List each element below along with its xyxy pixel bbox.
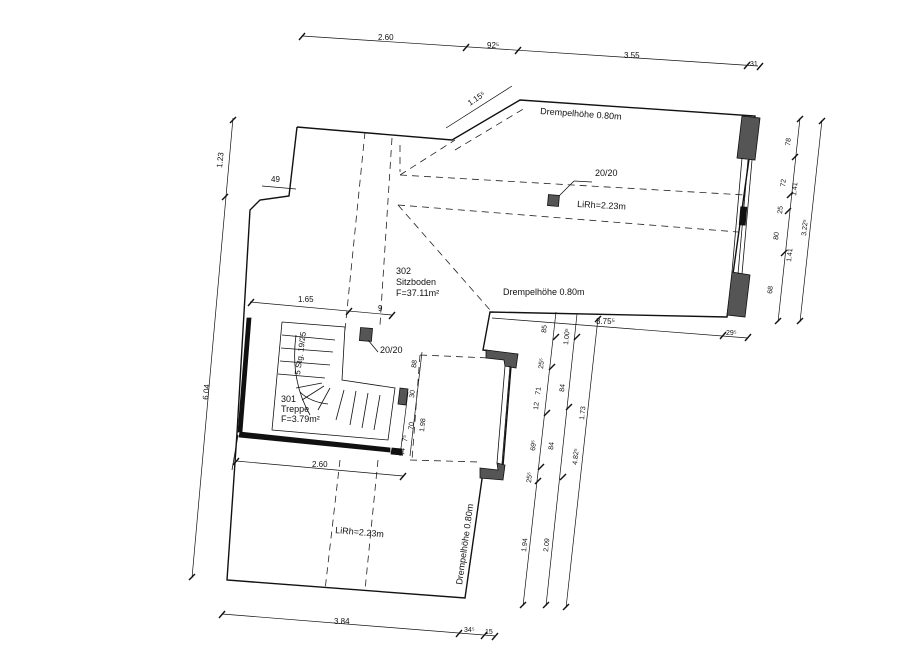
room-301-name: Treppe [281,404,309,414]
east-window-wall [479,349,519,481]
dim-mid-695: 69⁵ [530,440,538,451]
dim-mid-173: 1.73 [579,406,587,420]
room-302-area: F=37.11m² [396,288,439,298]
dim-mid-88: 88 [411,360,419,369]
drempel-mid-label: Drempelhöhe 0.80m [503,287,585,297]
room-302-name: Sitzboden [396,277,436,287]
room-302-number: 302 [396,266,411,276]
dim-right-78: 78 [785,138,793,147]
dim-left-604: 6.04 [201,383,212,400]
floor-outline [226,99,756,599]
dim-top-31: 31 [750,61,758,68]
dim-mid-4825: 4.82⁵ [572,448,581,465]
dim-right-72: 72 [780,179,788,188]
dim-right-68: 68 [767,286,775,295]
dim-bottom-15: 15 [485,629,493,636]
room-301-number: 301 [281,394,296,404]
dim-stair-9: 9 [378,304,383,313]
lirh-bottom-label: LiRh=2.23m [335,525,384,539]
dim-mid-70: 70 [408,422,416,431]
dim-left-49: 49 [271,175,280,184]
column-top [547,194,560,207]
dim-diag-115: 1.15⁵ [466,90,487,108]
lirh-top-label: LiRh=2.23m [577,199,626,212]
dim-mid-198: 1.98 [419,418,427,432]
dim-mid-84b: 84 [548,442,556,451]
dim-bottom-384: 3.84 [334,617,350,626]
labels: 302 Sitzboden F=37.11m² 301 Treppe F=3.7… [201,33,810,636]
dim-mid-209: 2.09 [543,538,551,552]
dim-top-260: 2.60 [378,33,394,42]
dim-mid-44: 44 [399,448,407,457]
room-301-area: F=3.79m² [281,414,320,424]
dim-bottom-345: 34⁵ [464,627,475,634]
column-top-label: 20/20 [595,168,618,178]
dimension-lines [188,32,826,641]
column-stair-label: 20/20 [380,345,403,355]
dim-mid-12: 12 [533,402,541,411]
dim-bottom-260: 2.60 [312,460,328,469]
roof-dashed-lines [324,107,746,591]
dim-mid-30: 30 [409,390,417,399]
stair-enclosure [237,317,409,456]
dim-top-925: 92⁵ [487,41,499,50]
dim-mid-85: 85 [541,325,549,334]
dim-mid-71: 71 [535,387,543,396]
dim-right-141a: 1.41 [791,182,799,196]
dim-mid-255b: 25⁵ [526,472,534,483]
dim-right-375: 3.75⁵ [596,317,615,326]
dim-mid-84a: 84 [559,384,567,393]
dim-right-80: 80 [773,232,781,241]
dim-right-322: 3.22⁵ [801,219,810,236]
dim-mid-255a: 25⁵ [538,358,546,369]
dim-right-295: 29⁵ [726,330,737,337]
dim-right-25: 25 [777,206,785,215]
dim-mid-75: 7⁵ [402,435,410,443]
dim-right-141b: 1.41 [786,248,794,262]
dim-mid-194: 1.94 [521,538,529,552]
dim-left-123: 1.23 [215,151,226,168]
gable-wall-right [726,115,761,318]
dim-top-355: 3.55 [624,51,640,60]
drempel-top-label: Drempelhöhe 0.80m [540,106,622,122]
dim-mid-1005: 1.00⁵ [563,328,572,345]
dim-stair-165: 1.65 [298,295,314,304]
